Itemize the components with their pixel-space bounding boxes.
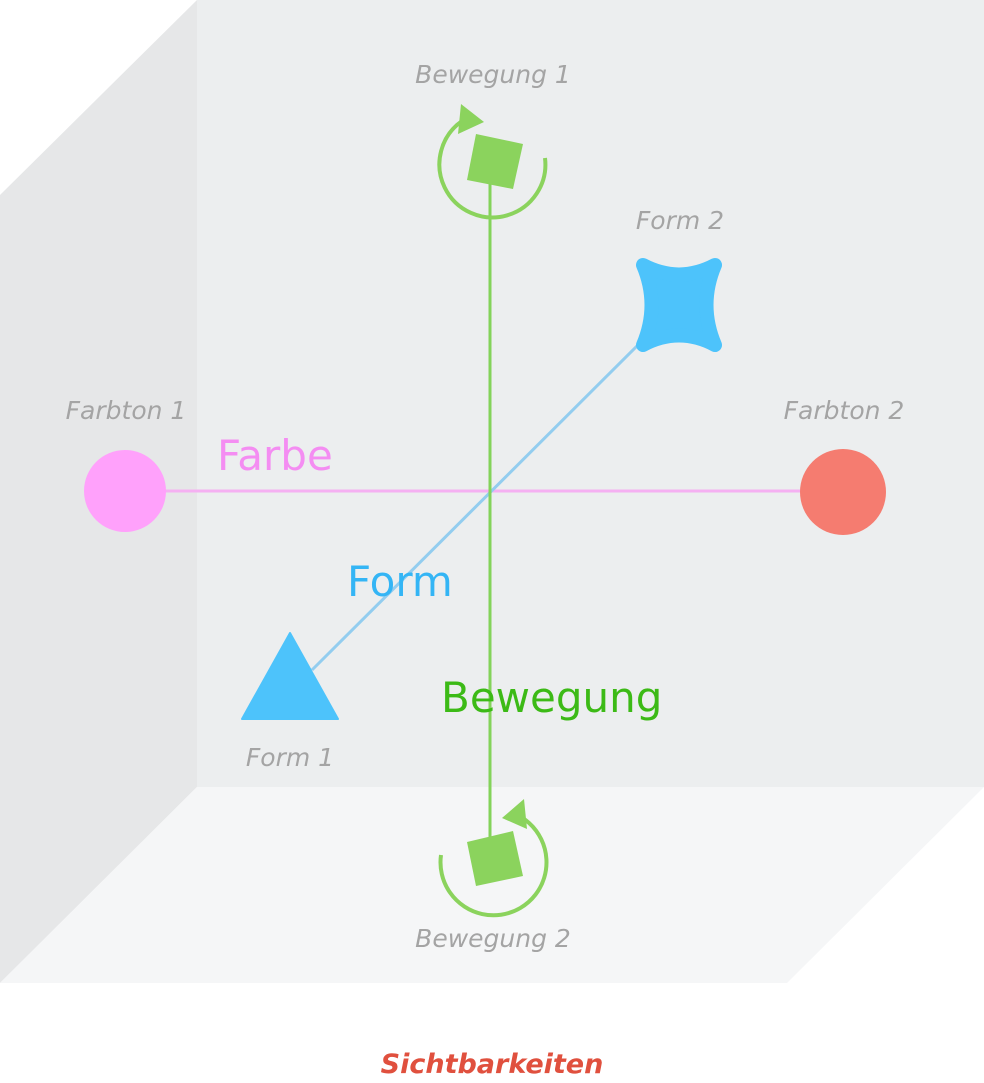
- bewegung-2-square: [467, 831, 523, 886]
- rotation-arrow-arc: [438, 811, 549, 918]
- floor: [0, 787, 984, 983]
- bewegung-2-icon: [438, 799, 549, 918]
- bewegung-1-label: Bewegung 1: [415, 60, 571, 89]
- form-1-label: Form 1: [246, 743, 334, 772]
- bewegung-1-square: [467, 134, 523, 189]
- rotation-arrowhead: [458, 104, 484, 134]
- form-axis-label: Form: [347, 557, 453, 606]
- rotation-arrowhead: [502, 799, 527, 829]
- form-1-triangle: [241, 632, 339, 720]
- farbton-2-circle: [800, 449, 886, 535]
- bewegung-axis-label: Bewegung: [441, 673, 662, 722]
- farbton-1-label: Farbton 1: [66, 396, 187, 425]
- caption: Sichtbarkeiten: [381, 1049, 604, 1080]
- bewegung-1-icon: [437, 104, 548, 220]
- form-axis-line: [310, 338, 645, 672]
- rotation-arrow-arc: [437, 119, 548, 220]
- farbton-1-circle: [84, 450, 166, 532]
- form-2-label: Form 2: [636, 206, 724, 235]
- form-2-shape: [636, 258, 722, 352]
- farbton-2-label: Farbton 2: [784, 396, 905, 425]
- farbe-axis-label: Farbe: [217, 431, 333, 480]
- bewegung-2-label: Bewegung 2: [415, 924, 571, 953]
